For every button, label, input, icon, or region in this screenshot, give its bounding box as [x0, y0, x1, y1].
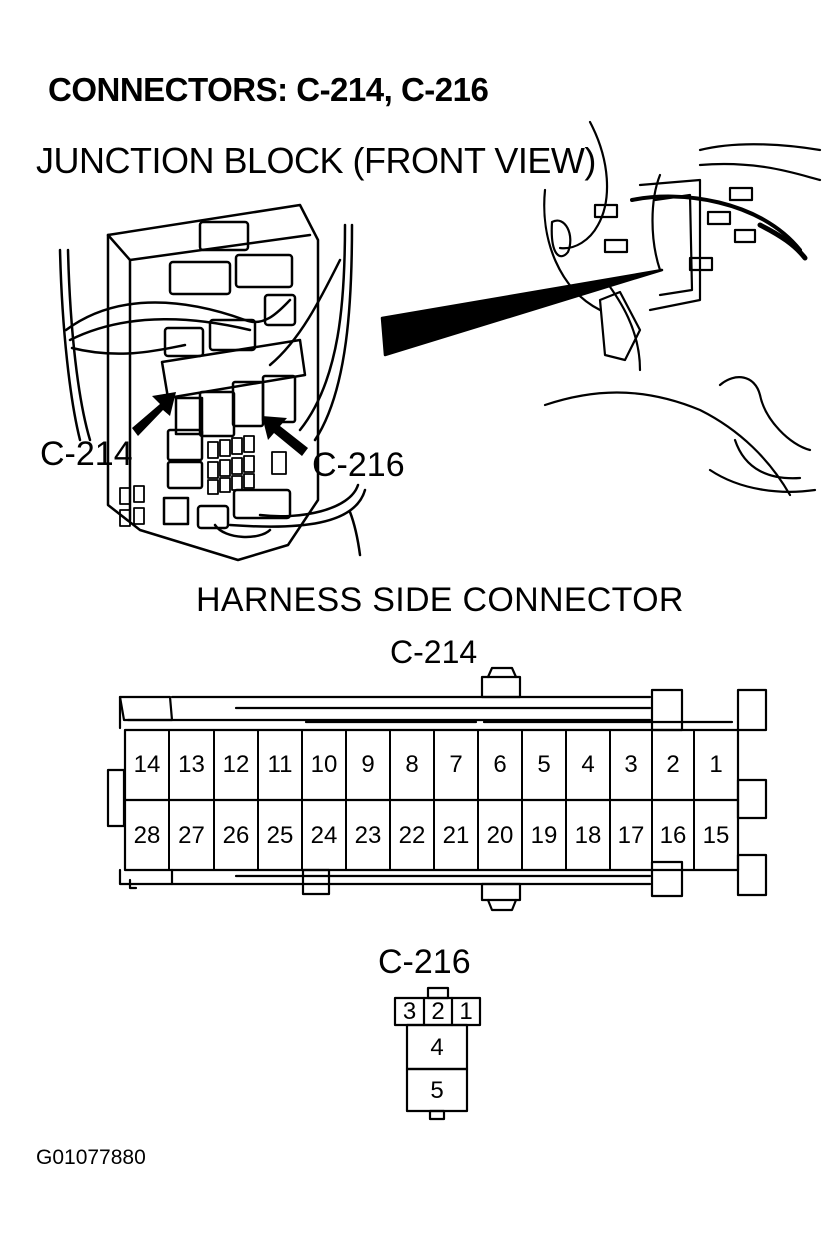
figure-id: G01077880 — [36, 1146, 146, 1169]
c214-pin: 20 — [486, 822, 514, 849]
c214-pin: 5 — [537, 751, 551, 778]
c214-pin: 4 — [581, 751, 595, 778]
callout-arrows — [132, 392, 308, 456]
c214-cavity-dividers — [168, 729, 695, 871]
c214-pin: 17 — [617, 822, 645, 849]
c214-pin: 19 — [530, 822, 558, 849]
c214-pin: 26 — [222, 822, 250, 849]
c216-callout-label: C-216 — [312, 446, 405, 484]
harness-side-connector-heading: HARNESS SIDE CONNECTOR — [196, 581, 684, 619]
c214-pin: 27 — [178, 822, 205, 849]
c214-pin: 6 — [493, 751, 507, 778]
c214-pin: 23 — [354, 822, 382, 849]
c214-pin: 24 — [310, 822, 338, 849]
dashboard-location-illustration — [543, 120, 822, 497]
c214-callout-label: C-214 — [40, 435, 133, 473]
c214-pin: 28 — [133, 822, 161, 849]
c216-connector-housing — [393, 986, 482, 1121]
junction-block-heading: JUNCTION BLOCK (FRONT VIEW) — [36, 140, 596, 181]
c214-pin: 12 — [222, 751, 250, 778]
c214-pin: 2 — [666, 751, 680, 778]
c214-pin: 8 — [405, 751, 419, 778]
c214-pin: 7 — [449, 751, 463, 778]
c216-pin: 2 — [431, 998, 445, 1025]
c216-pin: 4 — [430, 1034, 444, 1061]
c214-connector-housing — [106, 666, 768, 912]
c214-pin: 14 — [133, 751, 161, 778]
c214-pin: 11 — [267, 751, 293, 778]
c214-pin: 25 — [266, 822, 294, 849]
c214-pin: 1 — [709, 751, 723, 778]
junction-block-illustration — [58, 203, 367, 562]
c214-pin: 15 — [702, 822, 730, 849]
c216-pin: 3 — [402, 998, 417, 1025]
c214-pin: 10 — [310, 751, 338, 778]
c214-connector-label: C-214 — [390, 634, 478, 670]
c214-pin: 18 — [574, 822, 602, 849]
c214-pin: 21 — [442, 822, 470, 849]
c214-pin: 9 — [361, 751, 375, 778]
page-title: CONNECTORS: C-214, C-216 — [48, 71, 489, 108]
c216-pin: 1 — [459, 998, 473, 1025]
c216-pin: 5 — [430, 1077, 444, 1104]
c214-pin: 22 — [398, 822, 426, 849]
c214-pin: 13 — [178, 751, 205, 778]
c214-pin: 3 — [624, 751, 638, 778]
view-pointer-wedge — [380, 268, 664, 357]
c214-pin: 16 — [659, 822, 687, 849]
c216-connector-label: C-216 — [378, 943, 471, 981]
